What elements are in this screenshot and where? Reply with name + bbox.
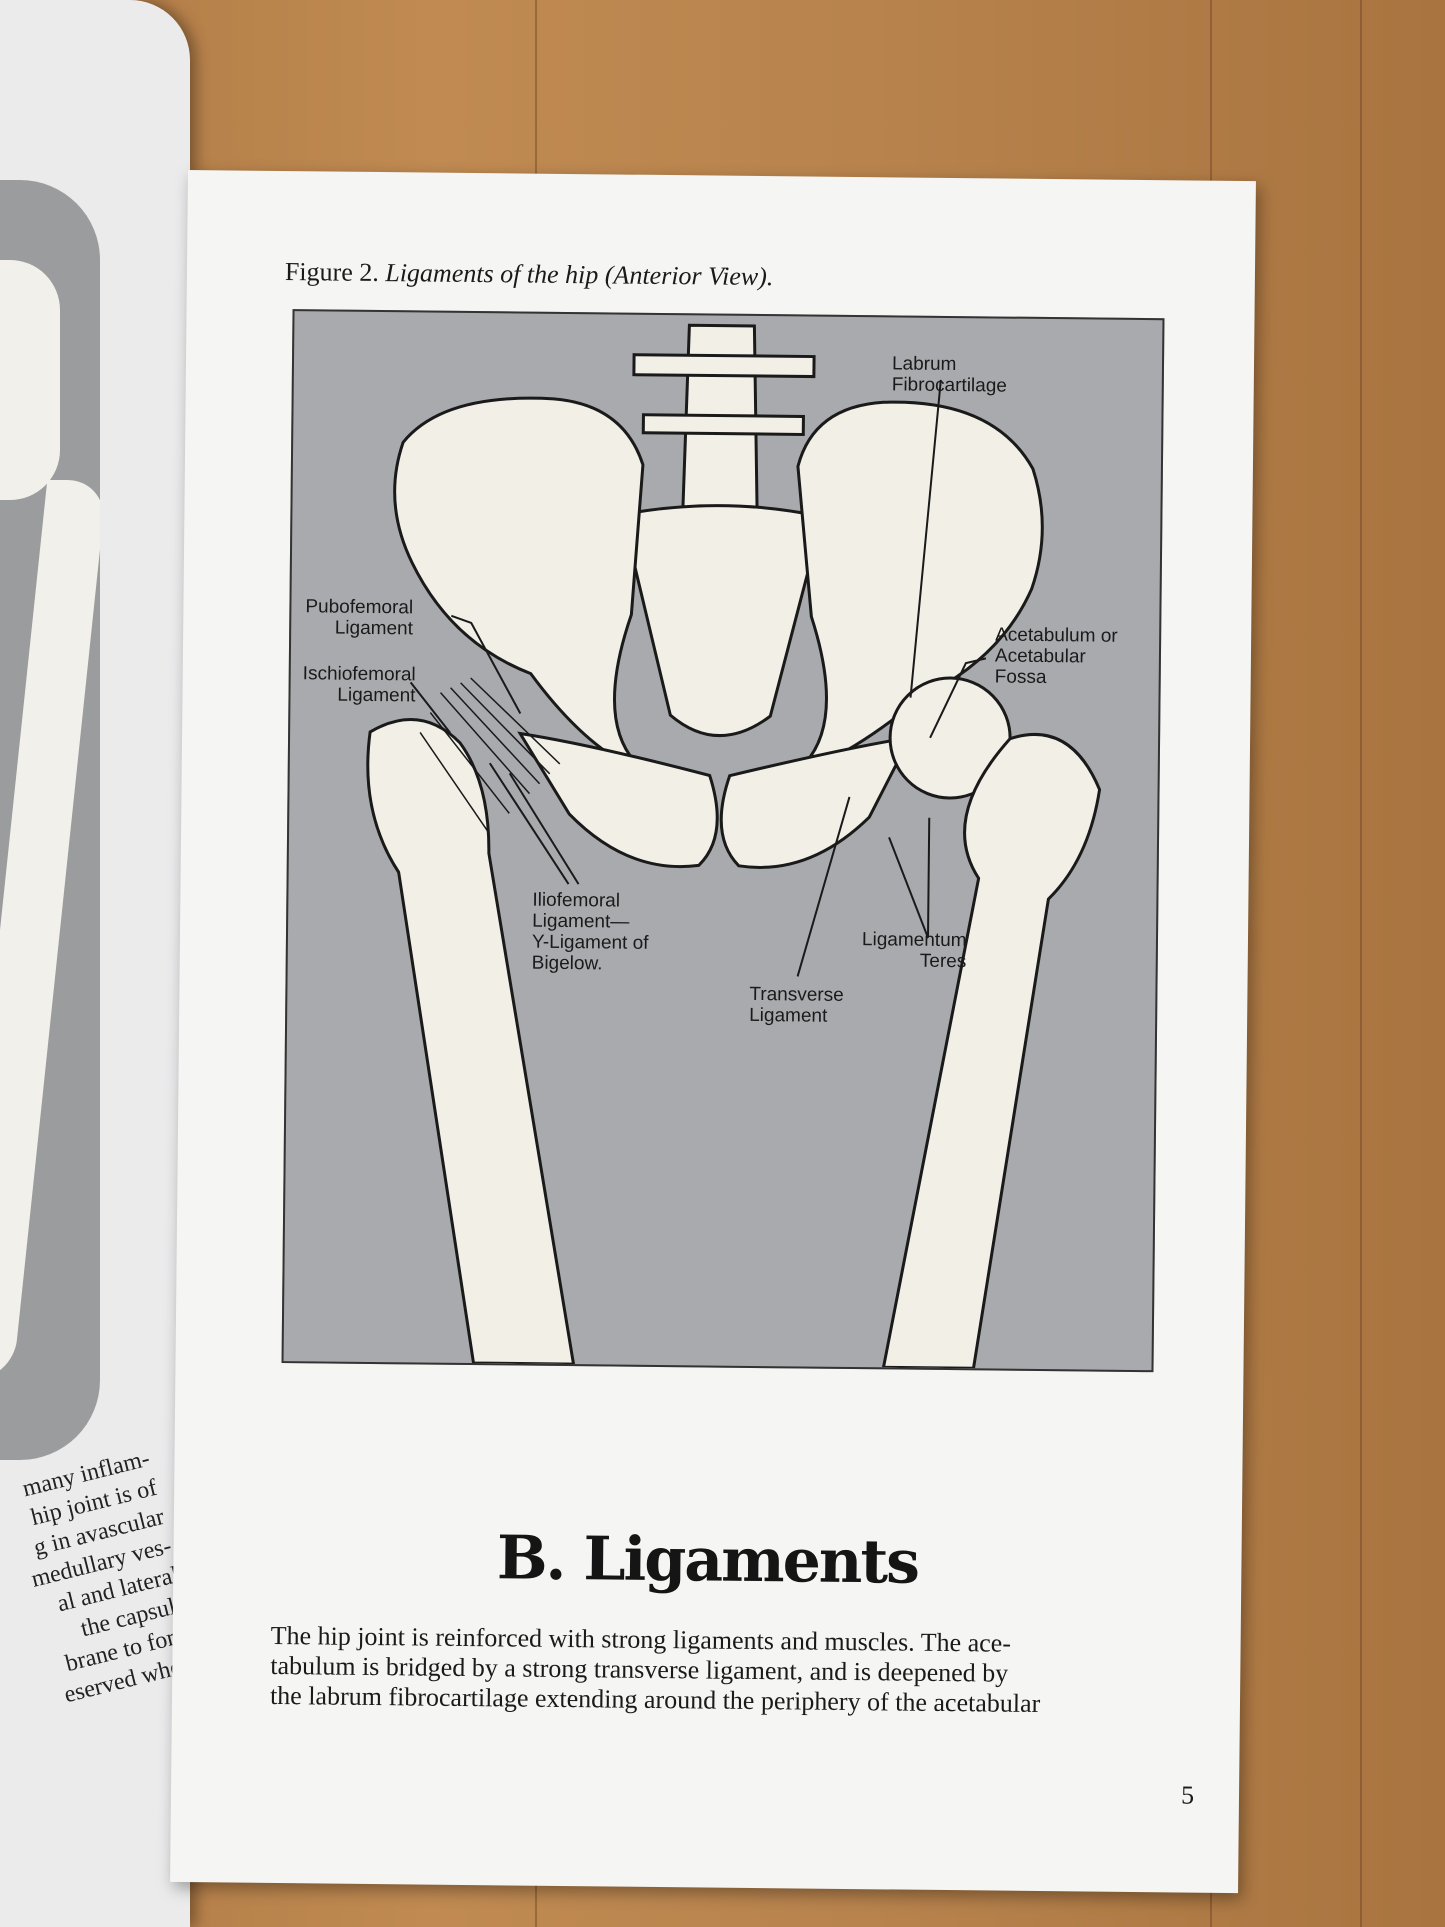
vertebra-process-shape — [641, 413, 805, 436]
vertebra-process-shape — [632, 353, 816, 379]
label-labrum-fibrocartilage: Labrum Fibrocartilage — [891, 353, 1008, 397]
book-page: Figure 2. Ligaments of the hip (Anterior… — [170, 170, 1256, 1894]
label-iliofemoral-ligament: Iliofemoral Ligament— Y-Ligament of Bige… — [531, 889, 649, 975]
facing-page: many inflam- hip joint is of g in avascu… — [0, 0, 190, 1927]
section-heading: B. Ligaments — [496, 1523, 919, 1598]
left-femur-shape — [366, 718, 576, 1366]
left-pubis-shape — [517, 731, 719, 869]
figure-number: Figure 2. — [284, 257, 379, 288]
figure-title: Ligaments of the hip (Anterior View). — [385, 258, 774, 292]
label-transverse-ligament: Transverse Ligament — [749, 983, 844, 1027]
body-paragraph: The hip joint is reinforced with strong … — [270, 1621, 1151, 1720]
femur-shaft-shape — [0, 480, 100, 1380]
right-femur-shape — [881, 733, 1102, 1370]
pelvis-drawing — [366, 323, 1102, 1370]
left-ilium-shape — [393, 396, 651, 777]
facing-page-illustration — [0, 180, 100, 1460]
page-number: 5 — [1180, 1780, 1195, 1810]
label-ischiofemoral-ligament: Ischiofemoral Ligament — [302, 663, 416, 707]
label-ligamentum-teres: Ligamentum Teres — [861, 929, 967, 973]
right-pubis-shape — [719, 735, 913, 869]
wood-grain-line — [1360, 0, 1362, 1927]
facing-page-text: many inflam- hip joint is of g in avascu… — [0, 1444, 190, 1713]
leader-lines — [409, 379, 987, 977]
label-acetabulum: Acetabulum or Acetabular Fossa — [994, 624, 1118, 689]
label-pubofemoral-ligament: Pubofemoral Ligament — [305, 596, 414, 640]
figure-caption: Figure 2. Ligaments of the hip (Anterior… — [285, 257, 774, 292]
femur-head-shape — [0, 260, 60, 500]
ligament-fibers — [419, 677, 561, 834]
sacrum-shape — [620, 504, 825, 737]
hip-ligaments-illustration: Labrum Fibrocartilage Pubofemoral Ligame… — [281, 309, 1165, 1373]
